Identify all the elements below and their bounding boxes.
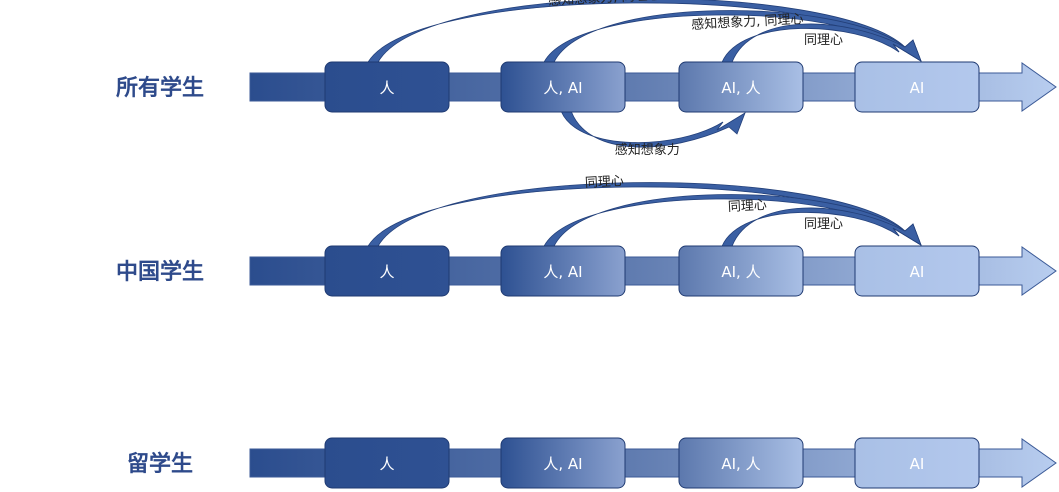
stage-box — [854, 61, 980, 113]
stage-label: AI — [910, 263, 925, 281]
stage-box — [324, 245, 450, 297]
transition-arc-above — [721, 23, 922, 63]
stage-box — [500, 245, 626, 297]
transition-arc-above — [721, 207, 922, 247]
diagram-row: 留学生 人 人, AI AI, 人 AI — [127, 437, 1057, 489]
row-label: 所有学生 — [116, 75, 204, 101]
transition-arc-below — [560, 111, 746, 148]
stage-box — [678, 61, 804, 113]
arc-label: 感知想象力, 同理心 — [691, 11, 804, 33]
stage-box — [854, 437, 980, 489]
arc-label: 同理心 — [728, 198, 768, 215]
stage-box — [324, 437, 450, 489]
stage-label: AI — [910, 455, 925, 473]
stage-box — [854, 245, 980, 297]
stage-label: 人 — [379, 79, 394, 97]
row-label: 中国学生 — [116, 259, 204, 285]
stage-label: 人, AI — [543, 79, 582, 97]
stage-label: AI, 人 — [721, 79, 760, 97]
stage-label: 人, AI — [543, 263, 582, 281]
stage-box — [678, 245, 804, 297]
row-label: 留学生 — [127, 451, 193, 477]
arc-label: 同理心 — [585, 174, 625, 191]
arc-label: 感知想象力, 同理心 — [548, 0, 661, 9]
stage-box — [678, 437, 804, 489]
stage-label: AI — [910, 79, 925, 97]
stage-label: AI, 人 — [721, 455, 760, 473]
stage-label: AI, 人 — [721, 263, 760, 281]
stage-label: 人, AI — [543, 455, 582, 473]
arc-label: 同理心 — [804, 217, 843, 232]
stage-box — [500, 61, 626, 113]
arc-label: 感知想象力 — [615, 142, 680, 158]
stage-box — [500, 437, 626, 489]
arc-label: 同理心 — [804, 33, 843, 48]
stage-box — [324, 61, 450, 113]
stage-label: 人 — [379, 455, 394, 473]
stage-label: 人 — [379, 263, 394, 281]
